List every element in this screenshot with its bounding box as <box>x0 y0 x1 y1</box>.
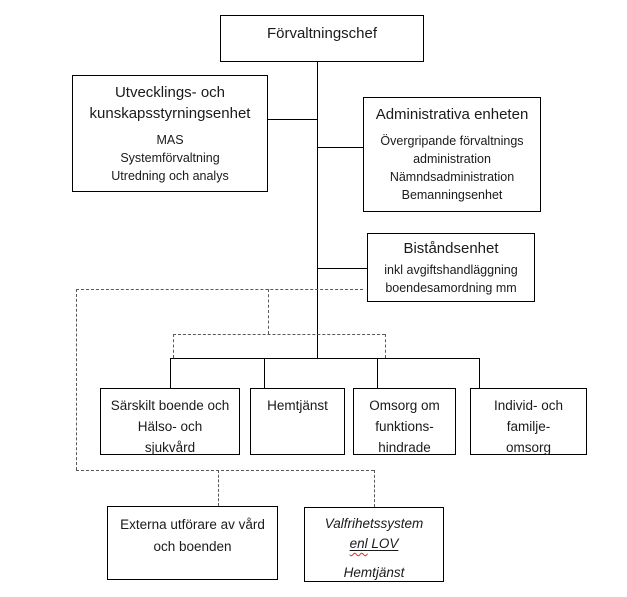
dashed-connector-left-vertical <box>76 289 77 470</box>
dashed-connector-drop-right <box>385 334 386 358</box>
box-line: och boenden <box>153 539 232 554</box>
box-title: Administrativa enheten <box>375 106 529 123</box>
box-line: Omsorg om <box>369 398 440 413</box>
connector-row-horizontal <box>170 358 480 359</box>
org-box-forvaltningschef: Förvaltningschef <box>220 15 424 62</box>
box-title-line: Utvecklings- och <box>114 84 226 101</box>
connector-stub-hemtjanst <box>264 358 265 388</box>
box-line: Individ- och <box>493 398 564 413</box>
box-line: Hemtjänst <box>343 565 405 580</box>
org-box-administrativa-enheten: Administrativa enheten Övergripande förv… <box>363 97 541 212</box>
box-title: Förvaltningschef <box>266 25 378 42</box>
box-item: Bemanningsenhet <box>401 188 503 202</box>
box-line-underlined: enl LOV <box>305 534 443 554</box>
box-line: hindrade <box>378 440 431 455</box>
box-title: Biståndsenhet <box>403 240 499 257</box>
org-box-utvecklingsenhet: Utvecklings- och kunskapsstyrningsenhet … <box>72 75 268 192</box>
box-item: inkl avgiftshandläggning <box>384 263 518 277</box>
connector-stub-omsorg <box>377 358 378 388</box>
dashed-connector-mid-horizontal <box>173 334 385 335</box>
connector-stub-sarskilt <box>170 358 171 388</box>
org-box-individ-familjeomsorg: Individ- och familje- omsorg <box>470 388 587 455</box>
dashed-connector-bottom-horizontal <box>76 470 374 471</box>
box-line: omsorg <box>505 440 551 455</box>
box-item: administration <box>413 152 491 166</box>
org-box-omsorg-funktionshindrade: Omsorg om funktions- hindrade <box>353 388 456 455</box>
box-item: MAS <box>156 133 184 147</box>
connector-stub-individ <box>479 358 480 388</box>
box-title-line: kunskapsstyrningsenhet <box>89 105 251 122</box>
box-line: Hälso- och <box>137 419 203 434</box>
dashed-connector-mid-vertical <box>268 289 269 334</box>
connector-trunk-vertical <box>317 62 318 358</box>
box-line: sjukvård <box>144 440 196 455</box>
dashed-connector-drop-left <box>173 334 174 358</box>
box-item: Utredning och analys <box>111 169 229 183</box>
org-box-hemtjanst: Hemtjänst <box>250 388 345 455</box>
dashed-connector-valfrihet-stub <box>374 470 375 507</box>
org-box-bistandsenhet: Biståndsenhet inkl avgiftshandläggning b… <box>367 233 535 302</box>
box-line: Hemtjänst <box>267 398 328 413</box>
box-item: Övergripande förvaltnings <box>380 134 524 148</box>
box-line: Valfrihetssystem <box>324 516 424 531</box>
box-item: Systemförvaltning <box>120 151 220 165</box>
box-line: familje- <box>506 419 551 434</box>
org-box-valfrihetssystem: Valfrihetssystem enl LOV Hemtjänst <box>304 507 444 582</box>
connector-utveckling <box>268 119 317 120</box>
underlined-word: LOV <box>367 536 399 551</box>
dashed-connector-bistand-horizontal <box>76 289 363 290</box>
box-line: funktions- <box>375 419 434 434</box>
box-item: boendesamordning mm <box>385 281 517 295</box>
box-item: Nämndsadministration <box>389 170 515 184</box>
org-box-sarskilt-boende: Särskilt boende och Hälso- och sjukvård <box>100 388 240 455</box>
box-line: Särskilt boende och <box>110 398 230 413</box>
spellchecked-word: enl <box>349 536 368 551</box>
dashed-connector-externa-stub <box>218 470 219 506</box>
org-box-externa-utforare: Externa utförare av vård och boenden <box>107 506 278 580</box>
box-line: Externa utförare av vård <box>120 517 265 532</box>
connector-administrativa <box>317 147 363 148</box>
connector-bistandsenhet <box>317 268 367 269</box>
